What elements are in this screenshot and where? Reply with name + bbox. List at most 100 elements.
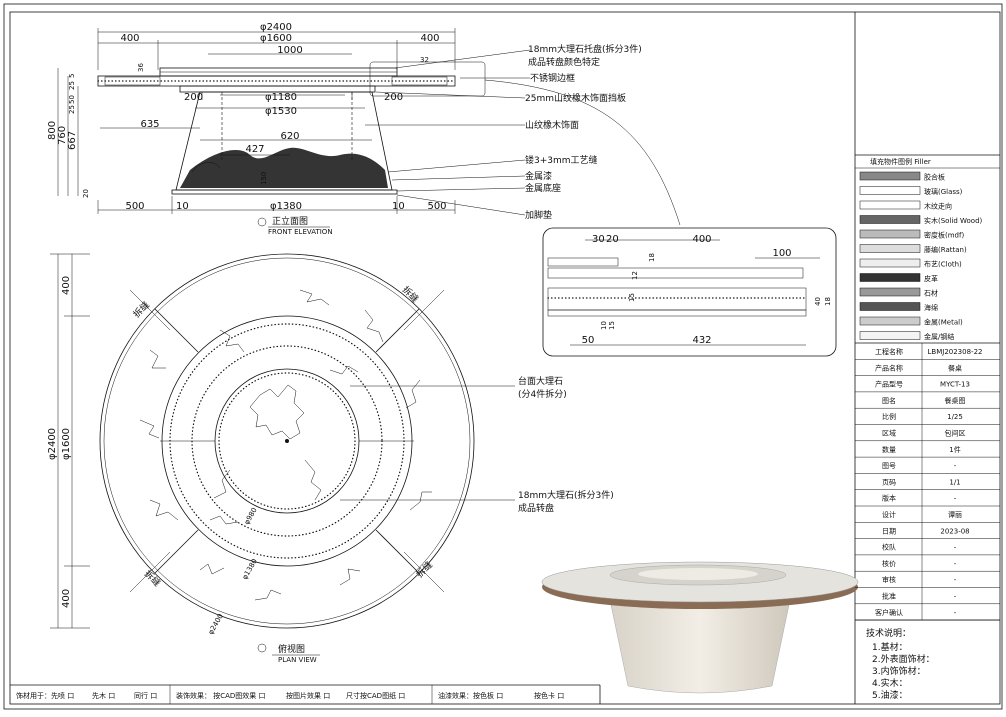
title-label: 校队 — [882, 543, 896, 552]
section-marker — [257, 217, 267, 227]
plan-marker — [257, 643, 267, 653]
dim-620: 620 — [280, 131, 299, 142]
title-value: MYCT-13 — [940, 381, 970, 389]
footer-finish-wood: 先木 口 — [92, 691, 115, 700]
dim-32: 32 — [420, 56, 429, 64]
legend-label: 实木(Solid Wood) — [924, 216, 983, 225]
callout-marble-top: 台面大理石 — [518, 375, 563, 387]
title-value: 包间区 — [945, 429, 966, 438]
legend-swatch — [859, 316, 921, 326]
filler-legend: 填充物件图例 Filler — [855, 154, 1000, 169]
plan-view: 拆缝 拆缝 拆缝 拆缝 台面大理石 (分4件拆分) 18mm大理 — [47, 253, 614, 664]
legend-swatch — [859, 331, 921, 340]
tech-note-1: 1.基材： — [872, 641, 908, 653]
callout-turntable: 成品转盘颜色特定 — [528, 56, 600, 68]
title-label: 核价 — [882, 559, 896, 568]
dim-ring-1380: φ1380 — [241, 558, 259, 581]
callout-marble-split: (分4件拆分) — [518, 388, 567, 400]
dim-36: 36 — [137, 63, 145, 72]
legend-label: 金属/钢结 — [924, 332, 954, 341]
title-label: 批准 — [882, 592, 896, 601]
dim-top-width: 1000 — [277, 45, 302, 56]
inner-frame — [9, 11, 1001, 705]
dim-10-right: 10 — [392, 201, 405, 212]
title-label: 数量 — [882, 445, 896, 454]
dim-h-800: 800 — [47, 121, 58, 140]
legend-label: 木纹走向 — [924, 202, 952, 211]
legend-swatch — [859, 258, 921, 268]
callout-foot-pad: 加脚垫 — [525, 209, 552, 221]
footer-bar: 饰材用于：先喷 口 先木 口 同行 口 装饰效果： 按CAD图效果 口 按图片效… — [10, 684, 601, 704]
title-label: 日期 — [882, 527, 896, 535]
legend-label: 密度板(mdf) — [924, 231, 964, 240]
legend-label: 胶合板 — [924, 173, 945, 182]
title-value: - — [954, 576, 957, 584]
outer-frame — [3, 3, 1003, 710]
dim-500-right: 500 — [427, 201, 446, 212]
title-value: - — [954, 609, 957, 617]
legend-label: 海绵 — [924, 303, 938, 312]
detail-dim-18: 18 — [648, 253, 656, 262]
legend-swatch — [859, 186, 921, 195]
title-value: 1件 — [949, 445, 960, 454]
dim-right-rim: 400 — [420, 33, 439, 44]
legend-label: 布艺(Cloth) — [924, 260, 962, 269]
callout-oak-panel: 25mm山纹橡木饰面挡板 — [525, 92, 626, 104]
tech-note-2: 2.外表面饰材： — [872, 653, 935, 665]
detail-dim-20: 20 — [606, 234, 619, 245]
title-label: 审核 — [882, 575, 896, 584]
title-value: LBMJ202308-22 — [928, 348, 983, 356]
title-label: 设计 — [882, 510, 896, 519]
legend-swatch — [859, 229, 921, 239]
legend-label: 石材 — [924, 289, 938, 298]
plan-dim-inner: φ1600 — [61, 428, 72, 460]
title-label: 图名 — [882, 396, 896, 405]
title-label: 区域 — [882, 429, 896, 438]
title-label: 客户确认 — [875, 608, 903, 617]
dim-h-667: 667 — [67, 131, 78, 150]
dim-base-inner: φ1180 — [265, 92, 297, 103]
outer-top-circle — [99, 253, 475, 629]
plan-view-title: 俯视图 — [278, 643, 305, 655]
dim-foot-diameter: φ1380 — [270, 201, 302, 212]
legend-swatch — [859, 215, 921, 224]
dim-h-25b: 25 — [68, 105, 76, 114]
title-value: - — [954, 495, 957, 503]
detail-dim-400: 400 — [692, 234, 711, 245]
title-value: - — [954, 560, 957, 568]
dim-ring-980: φ980 — [243, 506, 259, 526]
callout-groove: 镂3+3mm工艺缝 — [525, 154, 598, 166]
dim-h-50: 50 — [68, 95, 76, 104]
detail-dim-40: 40 — [814, 297, 822, 306]
tech-note-3: 3.内饰饰材： — [872, 665, 926, 677]
legend-label: 金属(Metal) — [924, 318, 963, 327]
callout-marble-tray: 18mm大理石托盘(拆分3件) — [528, 43, 642, 55]
title-value: - — [954, 462, 957, 470]
title-label: 比例 — [882, 412, 896, 421]
dim-427: 427 — [245, 144, 264, 155]
detail-dim-12: 12 — [631, 271, 639, 280]
callout-metal-paint: 金属漆 — [525, 170, 552, 182]
tech-note-5: 5.油漆： — [872, 689, 908, 701]
detail-dim-10: 10 — [600, 321, 608, 330]
dim-h-760: 760 — [57, 126, 68, 145]
title-value: 1/25 — [947, 413, 963, 421]
title-label: 页码 — [882, 478, 896, 486]
legend-swatch — [859, 171, 921, 181]
dim-h-25: 25 — [68, 81, 76, 90]
detail-dim-432: 432 — [692, 335, 711, 346]
legend-swatch — [859, 200, 921, 210]
dim-10-left: 10 — [176, 201, 189, 212]
dim-150: 150 — [260, 172, 268, 185]
legend-swatch — [859, 273, 921, 282]
callout-oak-veneer: 山纹橡木饰面 — [525, 119, 579, 131]
tech-notes-title: 技术说明： — [866, 627, 911, 639]
legend-label: 玻璃(Glass) — [924, 187, 963, 196]
dim-ring-2400: φ2400 — [207, 613, 225, 636]
detail-dim-15b: 15 — [608, 321, 616, 330]
plan-dim-overall: φ2400 — [47, 428, 58, 460]
detail-dim-50: 50 — [582, 335, 595, 346]
